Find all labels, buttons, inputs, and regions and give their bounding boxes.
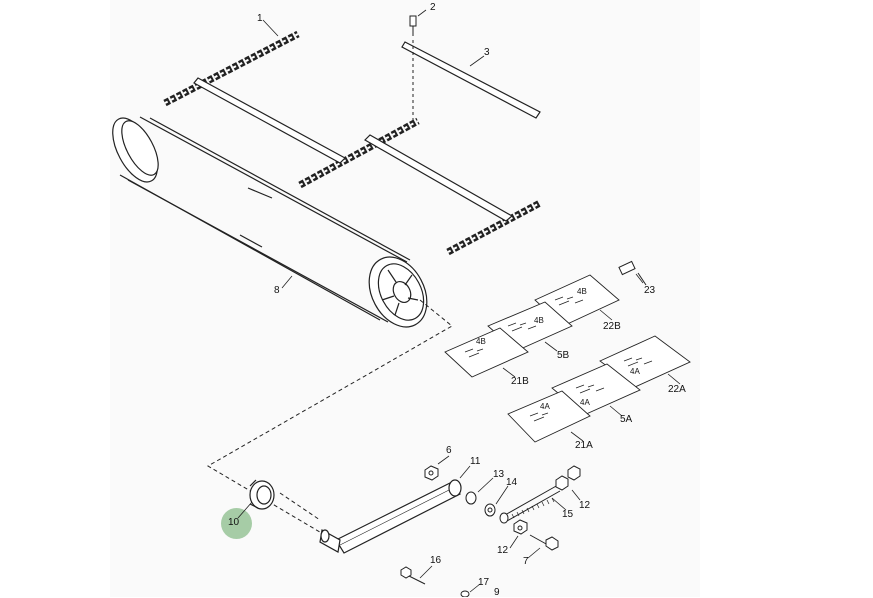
callout-8[interactable]: 8 xyxy=(274,285,280,296)
callout-22a[interactable]: 22A xyxy=(668,384,686,395)
kit-label-4a: 4A xyxy=(540,402,550,411)
chain-top xyxy=(163,30,300,107)
callout-22b[interactable]: 22B xyxy=(603,321,621,332)
callout-16[interactable]: 16 xyxy=(430,555,442,566)
part-23-clip xyxy=(618,260,647,286)
callout-9[interactable]: 9 xyxy=(494,587,500,598)
callout-highlight xyxy=(221,508,252,539)
leader-lines xyxy=(237,9,681,593)
part-16-17-bolts xyxy=(400,566,470,597)
chain-lower xyxy=(446,199,542,256)
callout-6[interactable]: 6 xyxy=(446,445,452,456)
kit-label-4b: 4B xyxy=(577,287,587,296)
callout-10[interactable]: 10 xyxy=(228,517,240,528)
part-7-bolt xyxy=(529,534,559,551)
callout-23[interactable]: 23 xyxy=(644,285,656,296)
part-8-roller xyxy=(112,116,428,328)
callout-1[interactable]: 1 xyxy=(257,13,263,24)
part-15-threaded-rod xyxy=(499,484,561,524)
kit-label-4a: 4A xyxy=(630,367,640,376)
callout-14[interactable]: 14 xyxy=(506,477,518,488)
part-13-14-washers xyxy=(465,491,496,517)
callout-5b[interactable]: 5B xyxy=(557,350,570,361)
part-6-nut xyxy=(424,465,439,481)
callout-21a[interactable]: 21A xyxy=(575,440,593,451)
part-12-nuts xyxy=(513,465,581,535)
callout-3[interactable]: 3 xyxy=(484,47,490,58)
part-3-bar xyxy=(401,41,541,119)
slat-bars xyxy=(193,77,514,222)
chain-middle xyxy=(298,117,420,189)
kit-label-4b: 4B xyxy=(534,316,544,325)
callout-12[interactable]: 12 xyxy=(497,545,509,556)
part-11-crank-arm xyxy=(319,479,462,554)
callout-15[interactable]: 15 xyxy=(562,509,574,520)
callout-13[interactable]: 13 xyxy=(493,469,505,480)
kit-label-4a: 4A xyxy=(580,398,590,407)
callout-11[interactable]: 11 xyxy=(470,456,481,467)
callout-12[interactable]: 12 xyxy=(579,500,591,511)
callout-17[interactable]: 17 xyxy=(478,577,490,588)
callout-21b[interactable]: 21B xyxy=(511,376,529,387)
kit-boxes xyxy=(444,274,691,443)
kit-label-4b: 4B xyxy=(476,337,486,346)
part-2-bolt xyxy=(409,15,417,120)
part-10-bearing xyxy=(249,479,275,510)
callout-5a[interactable]: 5A xyxy=(620,414,633,425)
callout-7[interactable]: 7 xyxy=(523,556,529,567)
callout-2[interactable]: 2 xyxy=(430,2,436,13)
